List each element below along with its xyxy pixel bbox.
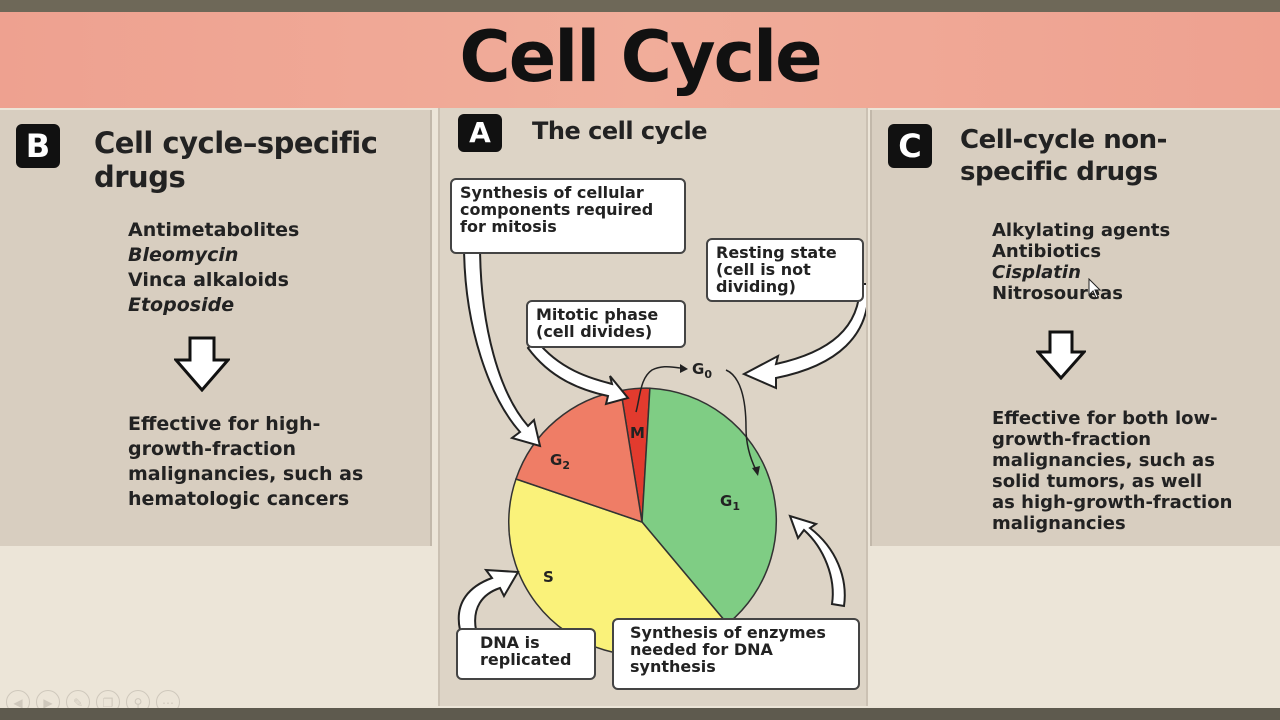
badge-a: A xyxy=(458,114,502,152)
drug-item: Antibiotics xyxy=(992,241,1102,262)
down-arrow-icon xyxy=(1036,330,1086,380)
panel-cell-cycle-nonspecific: C Cell-cycle non- specific drugs Alkylat… xyxy=(870,110,1280,546)
specific-drug-list: Antimetabolites Bleomycin Vinca alkaloid… xyxy=(128,218,299,318)
callout-resting-state: Resting state (cell is not dividing) xyxy=(706,238,864,302)
label-m: M xyxy=(630,424,645,442)
panel-c-title: Cell-cycle non- specific drugs xyxy=(960,125,1167,187)
panel-c-effect: Effective for both low- growth-fraction … xyxy=(992,408,1233,534)
nonspecific-drug-list: Alkylating agents Antibiotics Cisplatin … xyxy=(992,220,1170,304)
title-banner: Cell Cycle xyxy=(0,12,1280,108)
label-g0: G0 xyxy=(692,360,712,381)
drug-item: Alkylating agents xyxy=(992,220,1171,241)
down-arrow-icon xyxy=(174,336,230,392)
top-border xyxy=(0,0,1280,12)
drug-item: Bleomycin xyxy=(128,244,239,266)
drug-item: Cisplatin xyxy=(992,262,1081,283)
drug-item: Antimetabolites xyxy=(128,219,300,241)
drug-item: Vinca alkaloids xyxy=(128,269,289,291)
label-g1: G1 xyxy=(720,492,740,513)
badge-b: B xyxy=(16,124,60,168)
cell-cycle-diagram: M G2 G1 S G0 xyxy=(457,243,866,657)
panel-cell-cycle: A The cell cycle M G2 G1 S G0 Synthesis … xyxy=(438,108,868,706)
drug-item: Nitrosoureas xyxy=(992,283,1123,304)
callout-dna-replicated: DNA is replicated xyxy=(456,628,596,680)
panel-a-title: The cell cycle xyxy=(532,117,708,145)
page-title: Cell Cycle xyxy=(459,16,822,98)
label-s: S xyxy=(543,568,554,586)
callout-mitotic-phase: Mitotic phase (cell divides) xyxy=(526,300,686,348)
panel-b-title: Cell cycle–specific drugs xyxy=(94,126,378,194)
panel-b-effect: Effective for high- growth-fraction mali… xyxy=(128,413,364,510)
badge-c: C xyxy=(888,124,932,168)
drug-item: Etoposide xyxy=(128,294,235,316)
callout-enzymes: Synthesis of enzymes needed for DNA synt… xyxy=(612,618,860,690)
cursor-icon xyxy=(1088,278,1102,299)
panel-cell-cycle-specific: B Cell cycle–specific drugs Antimetaboli… xyxy=(0,110,432,546)
callout-synthesis-mitosis: Synthesis of cellular components require… xyxy=(450,178,686,254)
bottom-border xyxy=(0,708,1280,720)
label-g2: G2 xyxy=(550,451,570,472)
phase-g1 xyxy=(641,387,777,626)
